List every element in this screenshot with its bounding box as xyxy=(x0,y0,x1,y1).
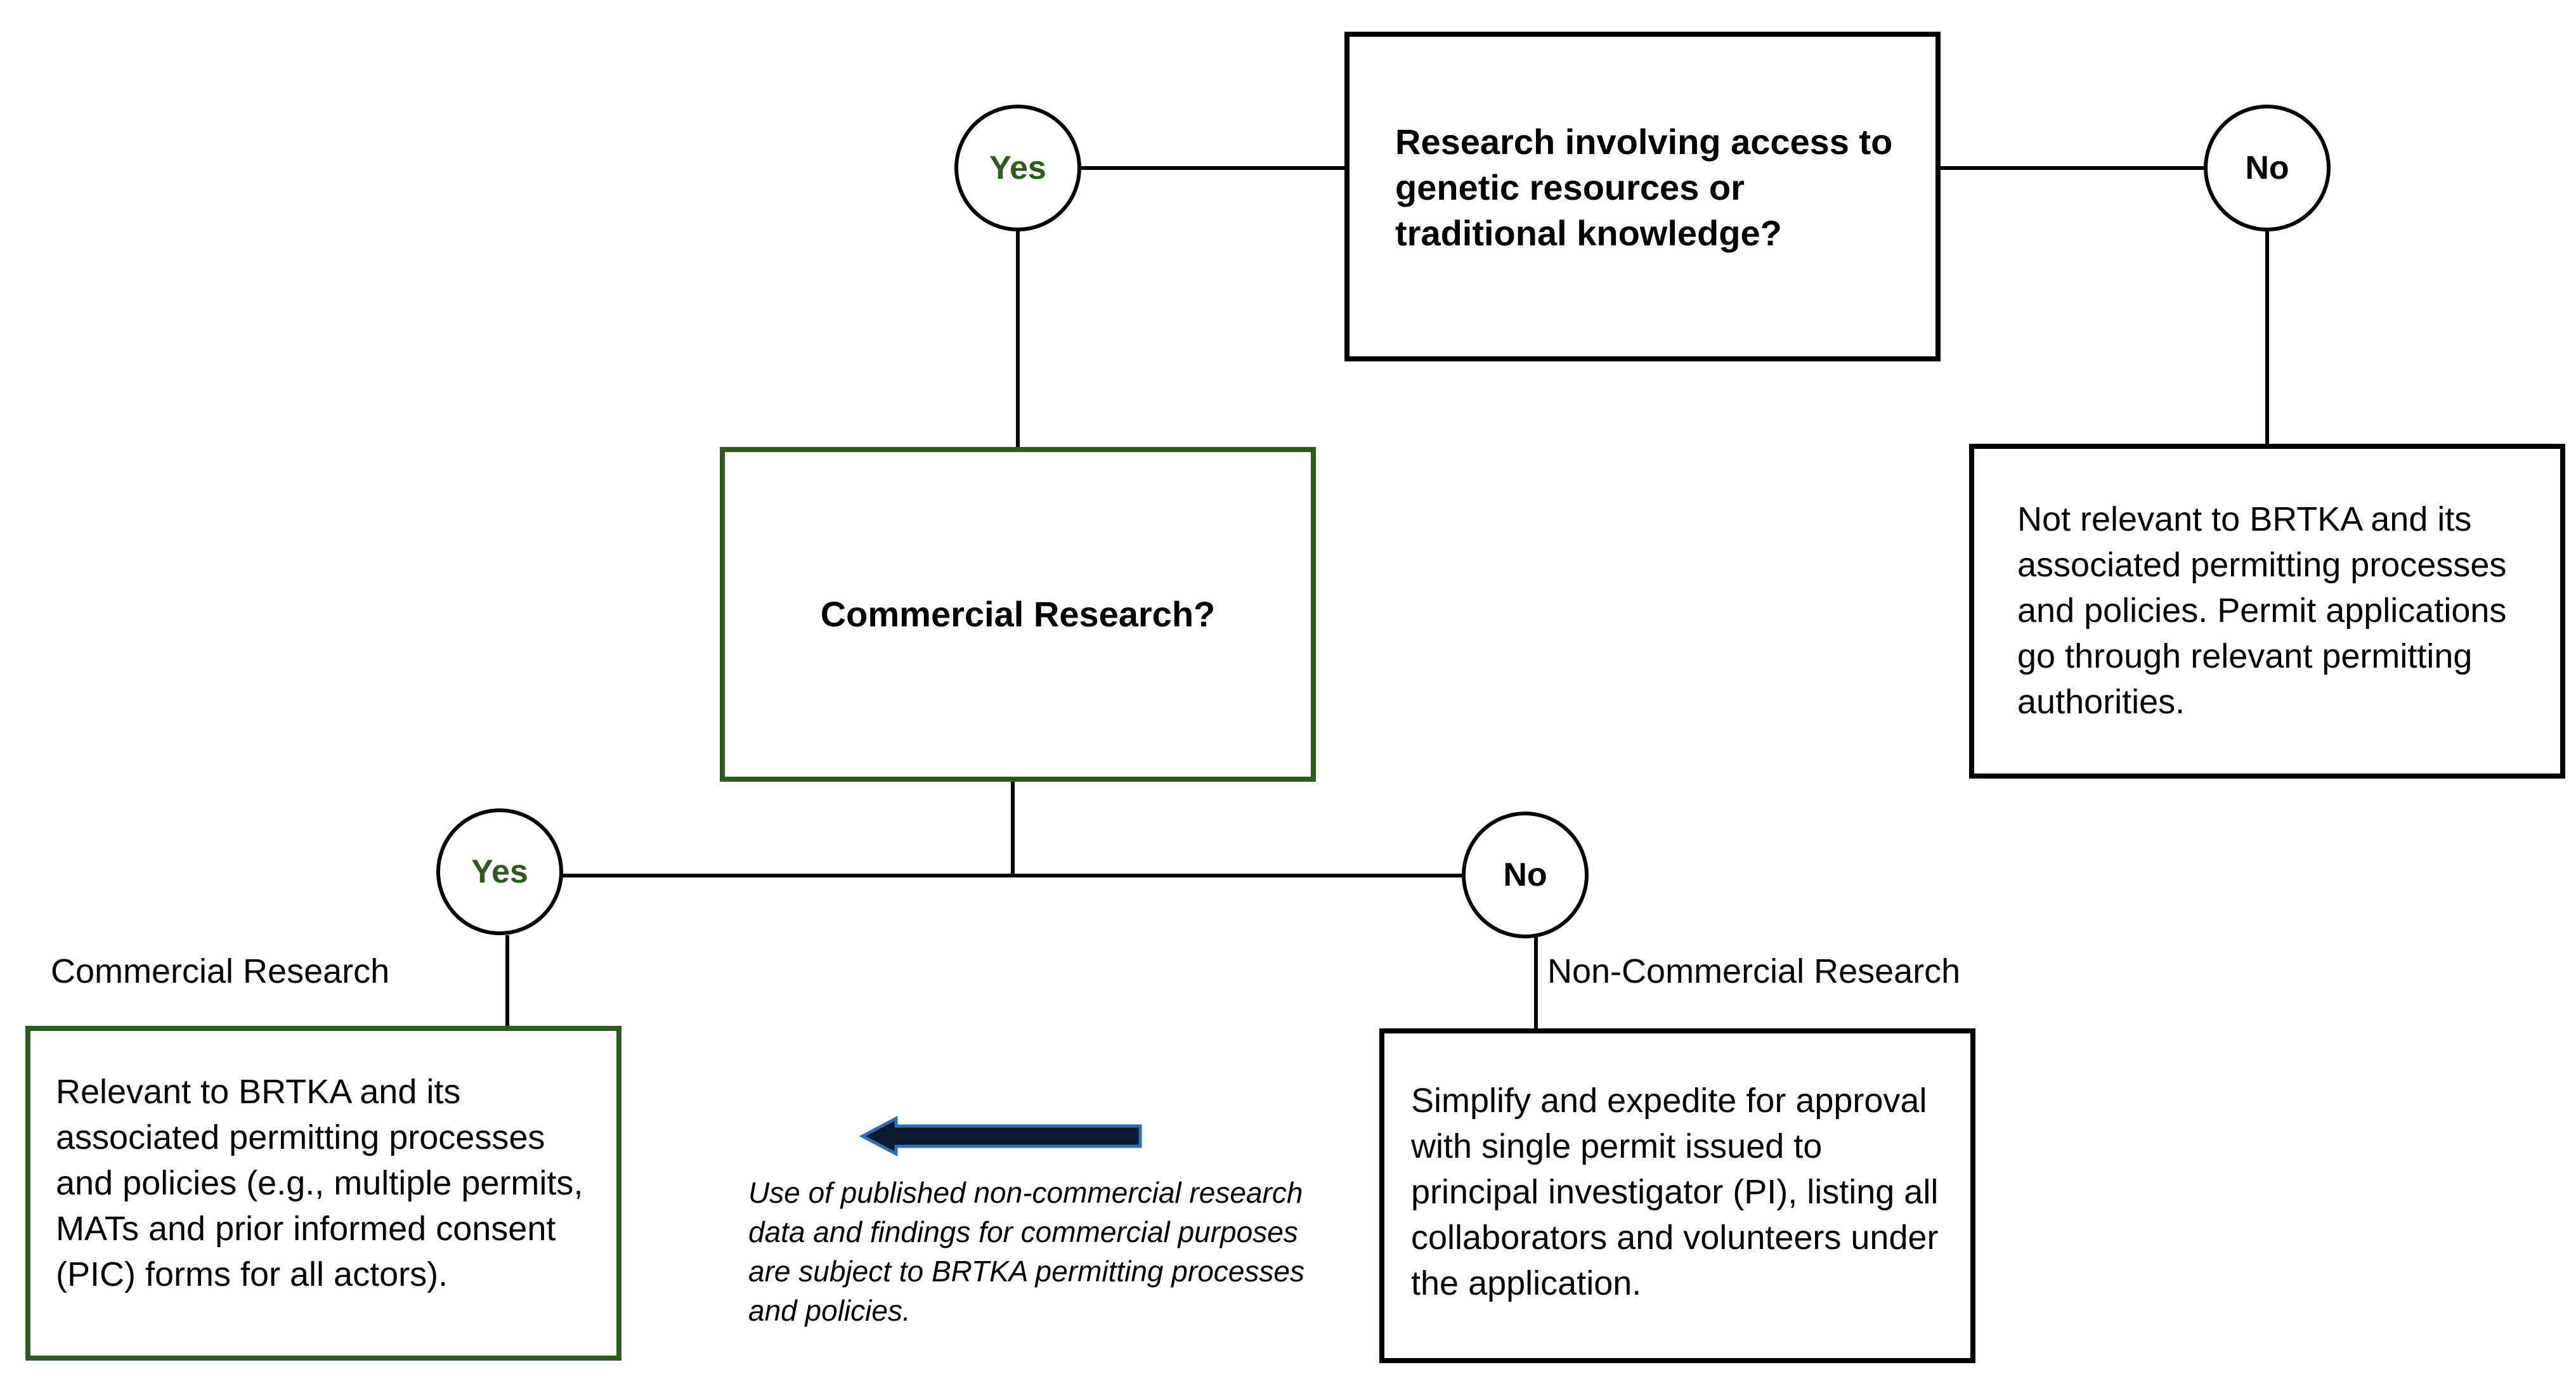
commercial-outcome-box: Relevant to BRTKA and its associated per… xyxy=(25,1026,621,1361)
yes-circle-bottom: Yes xyxy=(436,808,563,935)
yes-circle-top: Yes xyxy=(954,105,1081,231)
not-relevant-text: Not relevant to BRTKA and its associated… xyxy=(2017,500,2507,721)
commercial-question-box: Commercial Research? xyxy=(720,447,1316,782)
no-circle-bottom: No xyxy=(1462,812,1589,938)
left-arrow-icon xyxy=(859,1115,1142,1157)
no-circle-top: No xyxy=(2204,105,2331,231)
noncommercial-research-label: Non-Commercial Research xyxy=(1547,952,1961,990)
noncommercial-outcome-box: Simplify and expedite for approval with … xyxy=(1379,1028,1975,1363)
noncommercial-outcome-text: Simplify and expedite for approval with … xyxy=(1411,1082,1939,1302)
not-relevant-box: Not relevant to BRTKA and its associated… xyxy=(1969,444,2565,779)
commercial-research-label: Commercial Research xyxy=(51,952,390,990)
commercial-question-text: Commercial Research? xyxy=(820,594,1216,634)
root-question-text: Research involving access to genetic res… xyxy=(1395,122,1893,253)
root-question-box: Research involving access to genetic res… xyxy=(1344,32,1941,361)
arrow-note-text: Use of published non-commercial research… xyxy=(748,1176,1304,1327)
commercial-outcome-text: Relevant to BRTKA and its associated per… xyxy=(56,1073,583,1293)
